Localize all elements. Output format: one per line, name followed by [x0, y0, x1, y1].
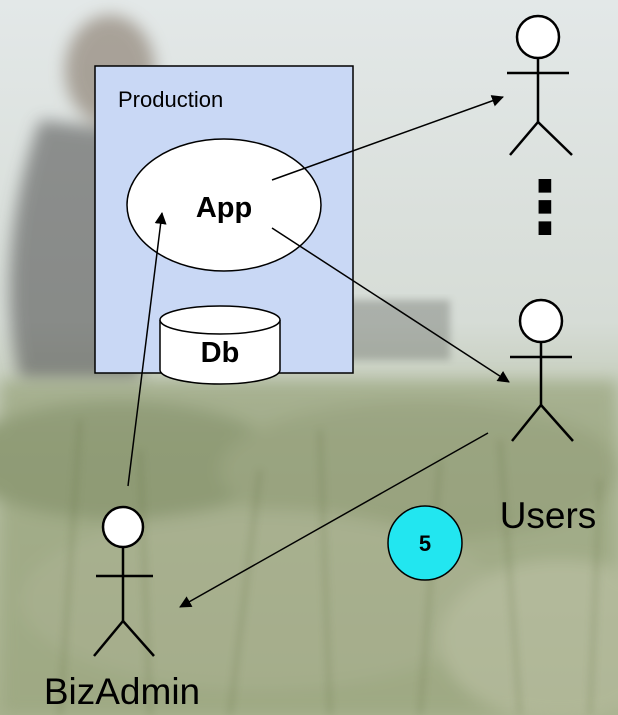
bizadmin-actor[interactable] [93, 505, 155, 657]
arrow-app-to-user-top [271, 95, 504, 181]
arrows [127, 95, 510, 608]
db-cylinder-body [159, 320, 281, 385]
arrow-app-to-users [271, 227, 510, 383]
user-actor-bottom[interactable] [510, 298, 574, 442]
users-label: Users [500, 495, 597, 536]
db-label: Db [201, 337, 240, 369]
db-node[interactable]: Db [159, 305, 281, 385]
app-label: App [196, 192, 252, 224]
app-ellipse [126, 138, 322, 272]
step-badge: 5 [387, 505, 463, 581]
db-cylinder-top [159, 305, 281, 335]
user-actor-top[interactable] [507, 14, 573, 156]
step-badge-label: 5 [419, 531, 431, 556]
users-ellipsis: ⋮ [509, 168, 581, 248]
arrow-bizadmin-to-app [127, 212, 167, 487]
app-node[interactable]: App [126, 138, 322, 272]
arrow-users-to-bizadmin [179, 432, 489, 608]
bizadmin-label: BizAdmin [44, 671, 200, 712]
step-badge-circle [387, 505, 463, 581]
production-label: Production [118, 87, 223, 112]
